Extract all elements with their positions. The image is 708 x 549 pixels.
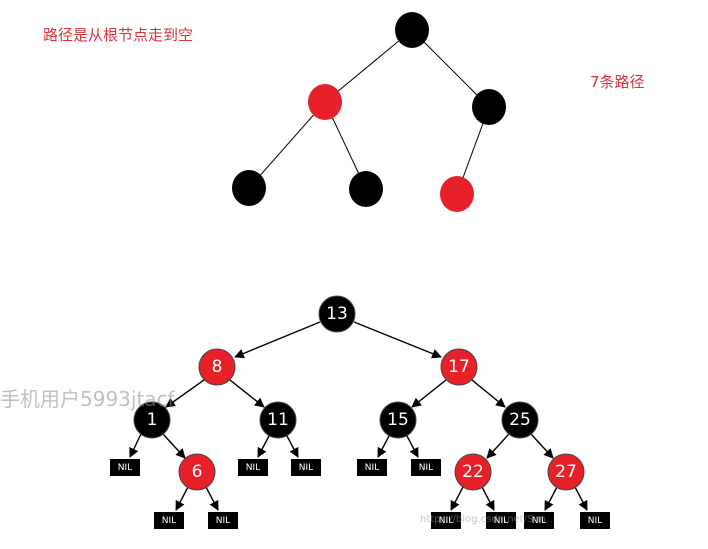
svg-text:13: 13 (326, 304, 348, 324)
nil-leaf: NIL (110, 459, 140, 476)
rb-node-8: 8 (198, 348, 236, 386)
simple-edge-a-c (411, 29, 490, 108)
rb-edge-25-27 (530, 433, 554, 459)
nil-leaf: NIL (524, 512, 554, 529)
svg-text:22: 22 (462, 462, 484, 482)
svg-text:NIL: NIL (532, 516, 546, 526)
rb-edge-13-8 (234, 321, 321, 359)
watermark-url: https://blog.csdn.net/Sun... (420, 514, 556, 525)
rb-edge-27-nil-r (574, 486, 588, 511)
svg-text:NIL: NIL (299, 463, 313, 473)
rb-node-13: 13 (318, 295, 356, 333)
rb-edge-6-nil-l (175, 486, 189, 511)
svg-text:NIL: NIL (419, 463, 433, 473)
svg-text:1: 1 (147, 410, 158, 430)
rb-node-11: 11 (259, 401, 297, 439)
svg-text:NIL: NIL (216, 516, 230, 526)
nil-leaf: NIL (486, 512, 516, 529)
rb-node-6: 6 (178, 453, 216, 491)
simple-tree (232, 12, 506, 212)
simple-edge-a-b (324, 29, 413, 103)
svg-text:17: 17 (448, 357, 470, 377)
rb-edge-6-nil-r (205, 486, 219, 511)
simple-node-d (232, 170, 266, 206)
red-black-tree: NIL NIL NIL NIL NIL NIL NIL NIL NIL NIL … (110, 295, 610, 529)
nil-leaf: NIL (208, 512, 238, 529)
path-note-text: 路径是从根节点走到空 (43, 26, 194, 44)
rb-edge-13-17 (353, 321, 442, 359)
nil-leaf: NIL (291, 459, 321, 476)
rb-edge-15-nil-r (405, 433, 419, 458)
simple-edge-b-d (248, 101, 326, 189)
rb-edge-15-nil-l (377, 433, 391, 458)
rb-edge-22-nil-r (481, 486, 495, 511)
rb-edge-17-25 (471, 379, 506, 408)
path-count-text: 7条路径 (590, 73, 645, 91)
rb-edge-8-11 (229, 379, 265, 408)
svg-text:25: 25 (509, 410, 531, 430)
simple-tree-edges (248, 29, 490, 195)
rb-edges (129, 321, 588, 511)
svg-text:27: 27 (555, 462, 577, 482)
rb-node-1: 1 (133, 401, 171, 439)
rb-node-22: 22 (454, 453, 492, 491)
rb-node-27: 27 (547, 453, 585, 491)
rb-edge-1-nil (129, 433, 142, 458)
svg-text:NIL: NIL (365, 463, 379, 473)
svg-text:NIL: NIL (162, 516, 176, 526)
rb-edge-1-6 (162, 433, 186, 459)
nil-leaf: NIL (411, 459, 441, 476)
rb-edge-11-nil-l (257, 433, 271, 458)
simple-node-e (349, 171, 383, 207)
nil-leaf: NIL (580, 512, 610, 529)
svg-text:NIL: NIL (118, 463, 132, 473)
rb-edge-11-nil-r (285, 433, 299, 458)
rb-edge-17-15 (411, 379, 447, 408)
watermark-user: 手机用户5993jtacf (0, 387, 175, 411)
simple-node-a (395, 12, 429, 48)
rb-edge-27-nil-l (544, 486, 558, 511)
nil-leaf: NIL (357, 459, 387, 476)
svg-text:NIL: NIL (588, 516, 602, 526)
svg-text:NIL: NIL (494, 516, 508, 526)
simple-node-b (308, 84, 342, 120)
simple-node-f (440, 176, 474, 212)
svg-text:11: 11 (267, 410, 289, 430)
rb-edge-22-nil-l (450, 486, 464, 511)
rb-edge-8-1 (165, 379, 205, 408)
rb-node-25: 25 (501, 401, 539, 439)
svg-text:8: 8 (212, 357, 223, 377)
nil-leaf: NIL (238, 459, 268, 476)
rb-node-17: 17 (440, 348, 478, 386)
simple-node-c (472, 89, 506, 125)
svg-text:NIL: NIL (439, 516, 453, 526)
nil-leaf: NIL (154, 512, 184, 529)
svg-text:15: 15 (387, 410, 409, 430)
nil-leaf: NIL (431, 512, 461, 529)
svg-text:NIL: NIL (246, 463, 260, 473)
svg-text:6: 6 (192, 462, 203, 482)
rb-edge-25-22 (486, 433, 510, 459)
rb-node-15: 15 (379, 401, 417, 439)
